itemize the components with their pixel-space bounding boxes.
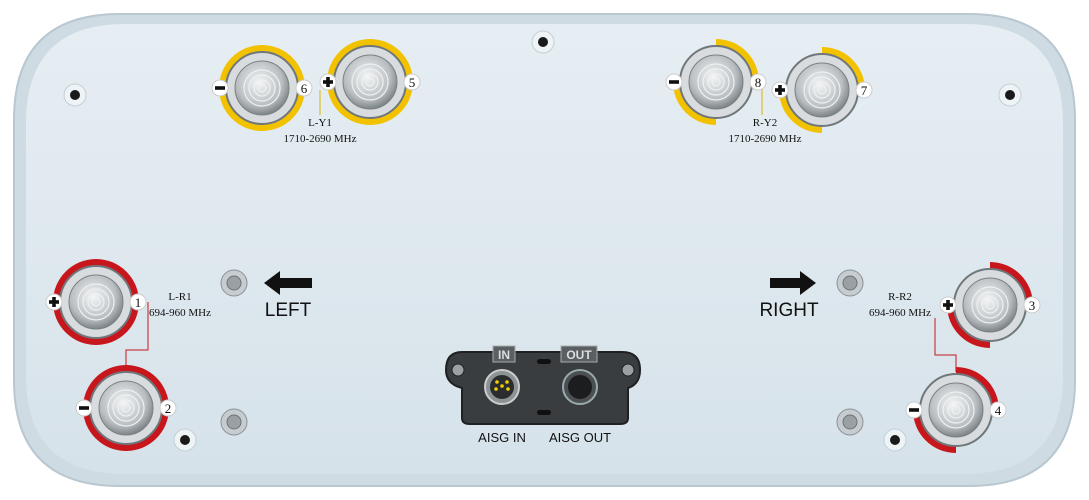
mounting-hole: [998, 83, 1022, 107]
port-8[interactable]: 8: [665, 39, 767, 125]
screw-icon: [836, 408, 864, 436]
minus-icon: [211, 79, 229, 97]
plus-icon: [45, 293, 63, 311]
screw-icon: [220, 408, 248, 436]
port-4[interactable]: 4: [905, 367, 1007, 453]
port-number-badge: [295, 79, 313, 97]
band-frequency: 1710-2690 MHz: [283, 133, 356, 145]
port-6[interactable]: 6: [211, 45, 313, 131]
screw-icon: [220, 269, 248, 297]
aisg-in-connector[interactable]: [484, 369, 520, 405]
port-5[interactable]: 5: [319, 39, 421, 125]
port-number: 6: [301, 81, 308, 96]
port-number: 7: [861, 83, 868, 98]
aisg-in-label: AISG IN: [478, 430, 526, 445]
band-name: R-R2: [888, 291, 912, 303]
aisg-out-connector[interactable]: [562, 369, 598, 405]
band-name: L-R1: [168, 291, 191, 303]
aisg-out-label: AISG OUT: [549, 430, 611, 445]
band-name: R-Y2: [753, 117, 777, 129]
left-label: LEFT: [265, 300, 312, 321]
port-7[interactable]: 7: [771, 47, 873, 133]
port-number-badge: [403, 73, 421, 91]
port-number: 1: [135, 295, 142, 310]
right-label: RIGHT: [759, 300, 819, 321]
port-2[interactable]: 2: [75, 365, 177, 451]
mounting-hole: [531, 30, 555, 54]
plus-icon: [939, 296, 957, 314]
aisg-in-tag: IN: [498, 348, 510, 362]
mounting-hole: [883, 428, 907, 452]
minus-icon: [905, 401, 923, 419]
left-arrow-icon: [264, 271, 312, 295]
port-number: 5: [409, 75, 416, 90]
port-1[interactable]: 1: [45, 259, 147, 345]
right-arrow-icon: [770, 271, 816, 295]
port-number-badge: [129, 293, 147, 311]
aisg-out-tag: OUT: [566, 348, 592, 362]
port-number-badge: [1023, 296, 1041, 314]
plus-icon: [771, 81, 789, 99]
port-number: 4: [995, 403, 1002, 418]
port-number-badge: [159, 399, 177, 417]
port-number: 8: [755, 75, 762, 90]
minus-icon: [665, 73, 683, 91]
port-number-badge: [989, 401, 1007, 419]
band-name: L-Y1: [308, 117, 332, 129]
band-frequency: 694-960 MHz: [149, 307, 211, 319]
port-3[interactable]: 3: [939, 262, 1041, 348]
plus-icon: [319, 73, 337, 91]
minus-icon: [75, 399, 93, 417]
port-number-badge: [749, 73, 767, 91]
port-number-badge: [855, 81, 873, 99]
port-number: 2: [165, 401, 172, 416]
band-frequency: 1710-2690 MHz: [728, 133, 801, 145]
aisg-module: IN OUT: [444, 345, 642, 425]
antenna-face: [26, 24, 1063, 474]
band-frequency: 694-960 MHz: [869, 307, 931, 319]
screw-icon: [836, 269, 864, 297]
mounting-hole: [63, 83, 87, 107]
port-number: 3: [1029, 298, 1036, 313]
mounting-hole: [173, 428, 197, 452]
